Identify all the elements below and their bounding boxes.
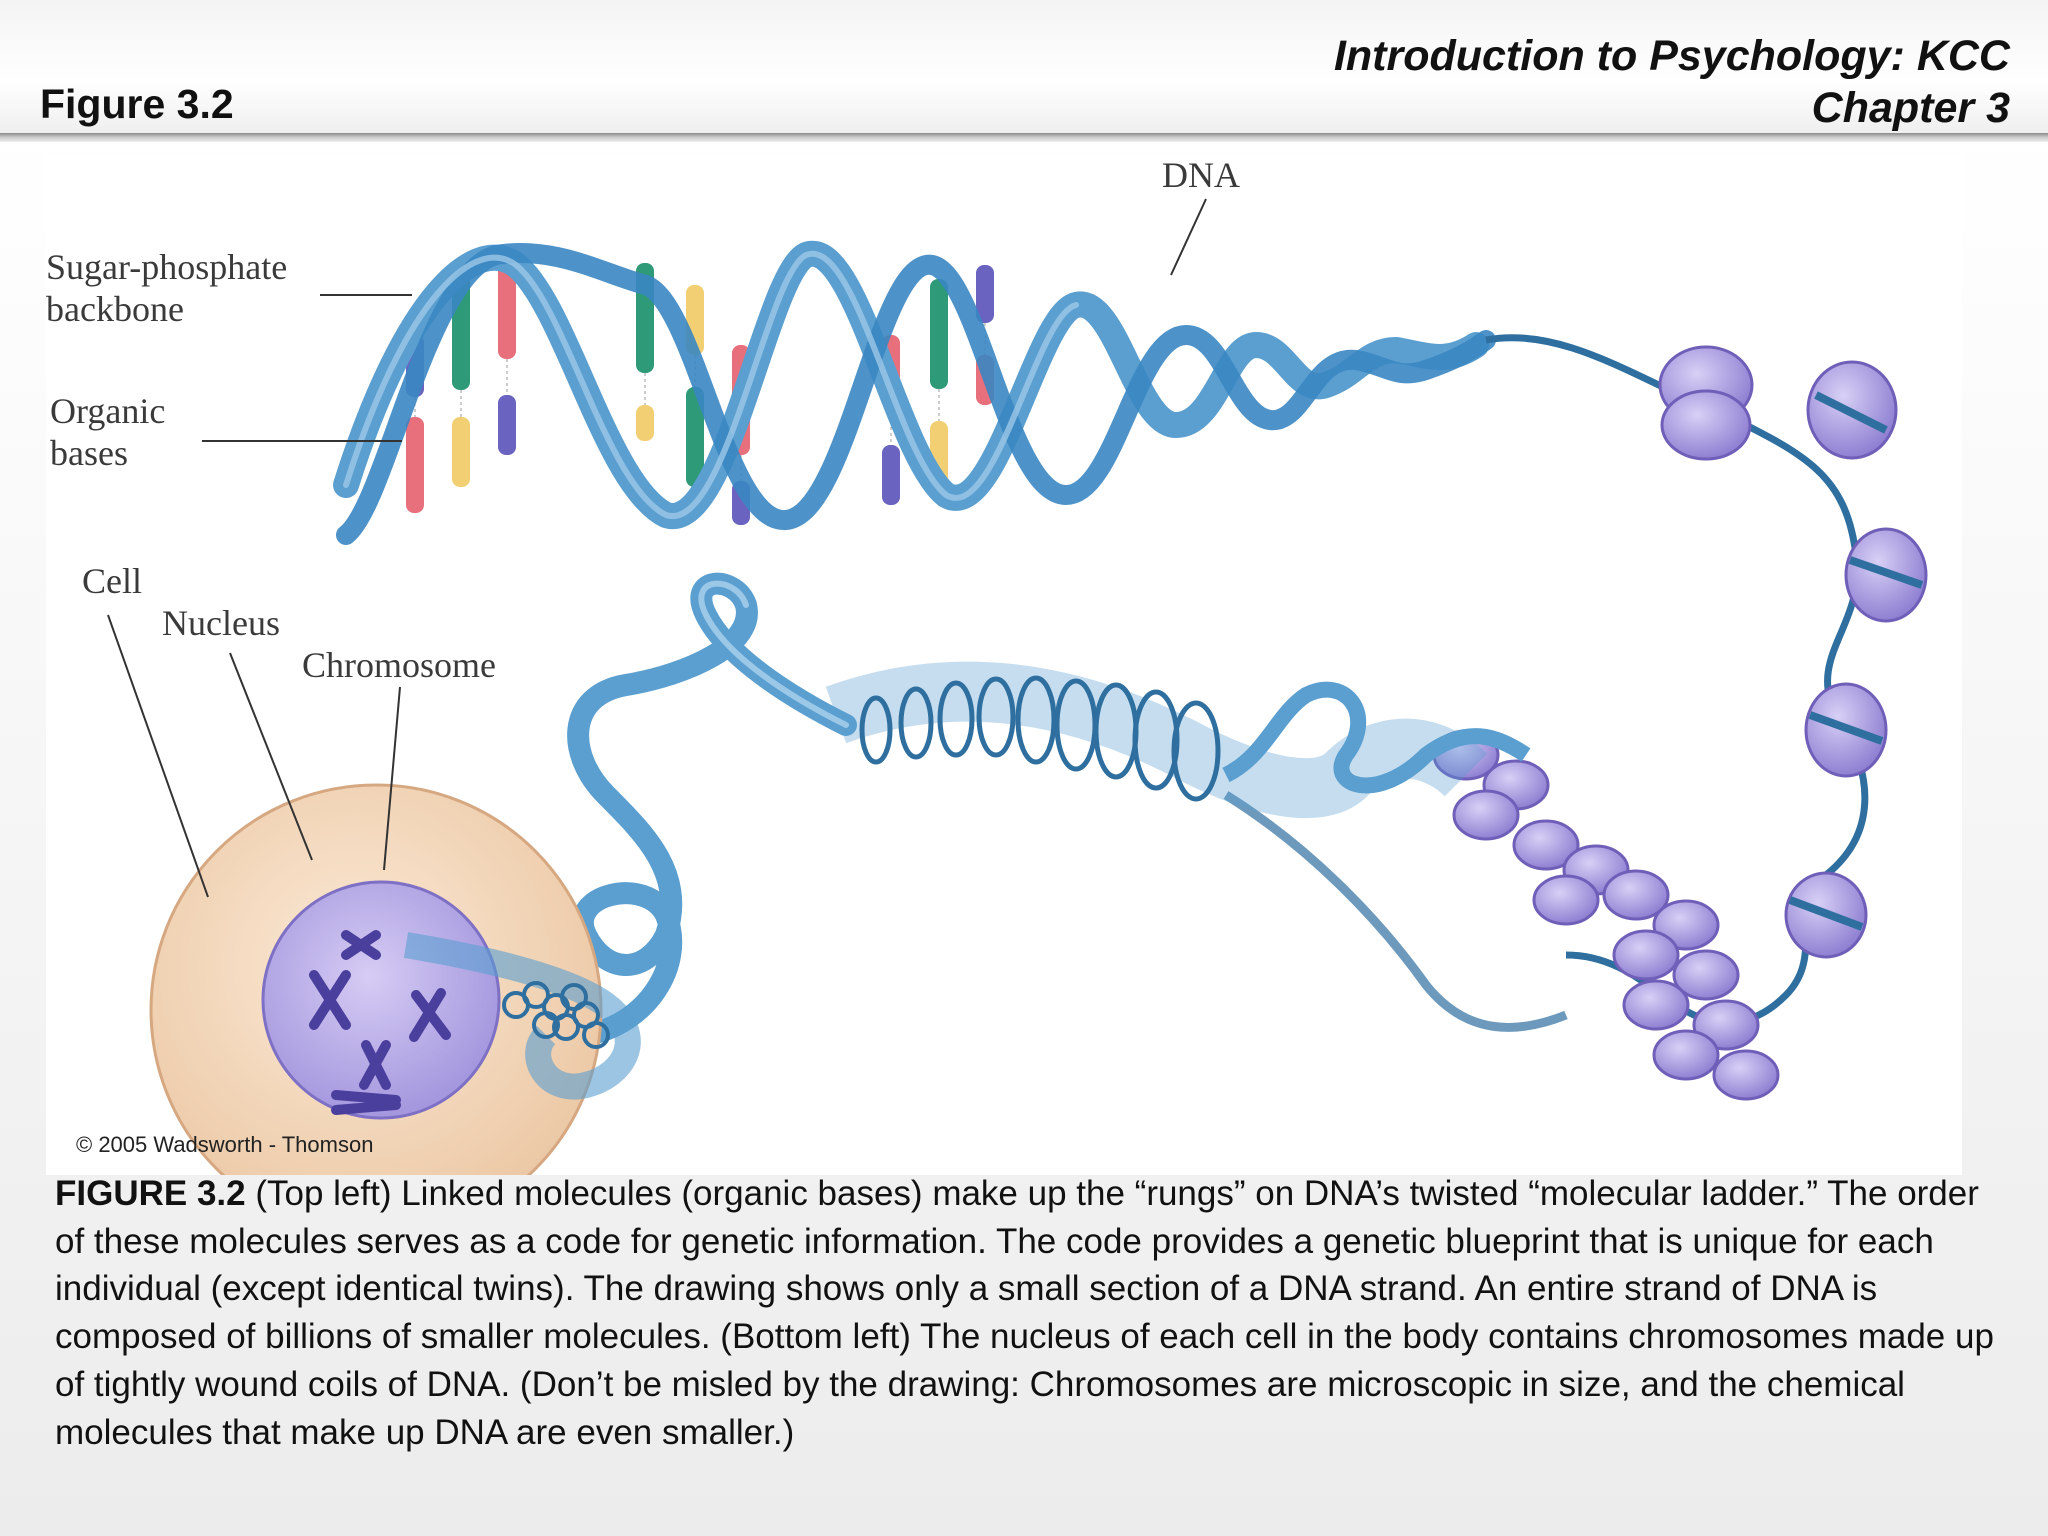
copyright-credit: © 2005 Wadsworth - Thomson (76, 1132, 373, 1157)
leader-lines (107, 198, 1207, 898)
cell-label: Cell (82, 561, 142, 601)
histone (1804, 682, 1888, 778)
figure-caption: FIGURE 3.2 (Top left) Linked molecules (… (55, 1170, 2005, 1456)
caption-lead: FIGURE 3.2 (55, 1174, 246, 1213)
fiber-to-nucleus (403, 932, 641, 1100)
backbone-label-line1: Sugar-phosphate (46, 247, 287, 287)
histone (1658, 345, 1754, 461)
histone (1844, 527, 1928, 623)
header-divider (0, 133, 2048, 142)
chromatin-loop (567, 572, 857, 1046)
base-pair (498, 263, 516, 455)
bases-label-line1: Organic (50, 391, 165, 431)
backbone-strand-b (336, 243, 1496, 545)
dna-diagram: DNA Sugar-phosphate backbone Organic bas… (46, 155, 1962, 1175)
packed-nucleosomes (1223, 729, 1780, 1101)
course-title: Introduction to Psychology: KCC (1333, 32, 2010, 80)
bases-label-line2: bases (50, 433, 128, 473)
dna-double-helix (333, 240, 1496, 545)
slide-header (0, 0, 2048, 136)
coiled-chromatin-fiber (825, 661, 1531, 819)
chapter-label: Chapter 3 (1811, 84, 2010, 132)
chromosome-label: Chromosome (302, 645, 496, 685)
nucleus-label: Nucleus (162, 603, 280, 643)
cell (149, 783, 641, 1175)
backbone-label-line2: backbone (46, 289, 184, 329)
histone (1784, 871, 1868, 959)
dna-label: DNA (1162, 155, 1240, 195)
figure-label: Figure 3.2 (40, 81, 234, 127)
histone (1806, 360, 1898, 460)
chromosomes (309, 930, 451, 1115)
caption-body: (Top left) Linked molecules (organic bas… (55, 1174, 1994, 1452)
